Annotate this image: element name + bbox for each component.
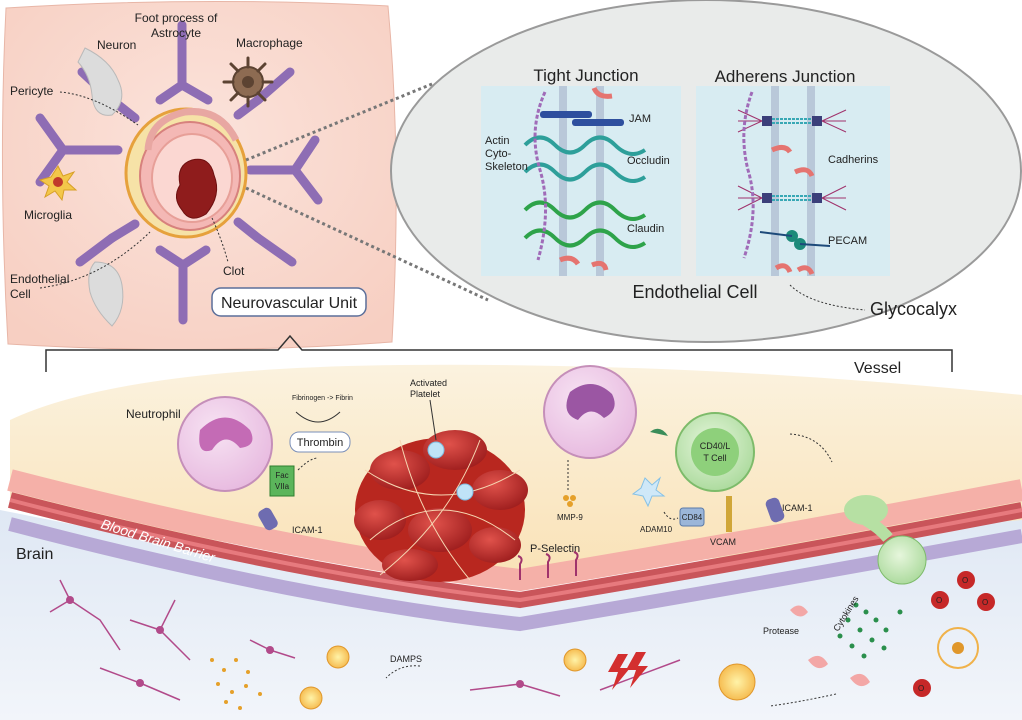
endothelial-cell-title: Endothelial Cell — [632, 282, 757, 302]
label-icam-left: ICAM-1 — [292, 525, 323, 535]
vessel-brain-panel: Vessel Brain Blood Brain Barrier Neutrop… — [0, 334, 1022, 720]
label-fac-line2: VIIa — [275, 482, 290, 491]
label-damps: DAMPS — [390, 654, 422, 664]
o2-label-4: O — [918, 684, 924, 693]
neurovascular-unit-panel: Foot process of Astrocyte Neuron Macroph… — [1, 0, 397, 351]
neuron-soma-4 — [266, 646, 274, 654]
zoom-line-lower — [245, 186, 489, 302]
transmigrating-t-cell — [844, 495, 927, 585]
neuron-soma-3 — [136, 679, 144, 687]
label-macrophage: Macrophage — [236, 36, 303, 50]
red-blood-cell-clot — [354, 430, 528, 582]
protease-shapes — [790, 605, 870, 687]
label-clot: Clot — [223, 264, 245, 278]
mmp9-molecules — [563, 495, 576, 507]
label-pecam: PECAM — [828, 235, 867, 247]
label-jam: JAM — [629, 113, 651, 125]
label-brain: Brain — [16, 546, 53, 563]
label-foot-process-line1: Foot process of — [135, 11, 218, 25]
label-actin-line1: Actin — [485, 135, 509, 147]
cd84-box — [679, 507, 705, 527]
label-neuron: Neuron — [97, 38, 136, 52]
label-endothelial-line1: Endothelial — [10, 272, 69, 286]
damps-dots — [210, 658, 262, 710]
macrophage-icon — [222, 56, 274, 108]
o2-label-1: O — [962, 576, 968, 585]
tight-junction-title: Tight Junction — [533, 66, 638, 85]
neuron-soma-2 — [156, 626, 164, 634]
vessel-cross-section — [124, 107, 248, 239]
neuron-cell-shape-lower — [88, 261, 124, 327]
label-occludin: Occludin — [627, 155, 670, 167]
neurovascular-unit-title: Neurovascular Unit — [221, 295, 358, 312]
clot-shape — [176, 158, 218, 219]
label-endothelial-line2: Cell — [10, 287, 31, 301]
label-glycocalyx: Glycocalyx — [870, 299, 957, 319]
cadherin-complex — [762, 116, 822, 203]
label-actin-line3: Skeleton — [485, 161, 528, 173]
label-actin-line2: Cyto- — [485, 148, 512, 160]
junction-zoom-panel: Tight Junction Actin Cyto- Skeleton JAM … — [390, 0, 1022, 343]
label-protease: Protease — [763, 626, 799, 636]
label-foot-process-line2: Astrocyte — [151, 26, 201, 40]
label-cd84: CD84 — [682, 513, 703, 522]
label-activated-platelet-line1: Activated — [410, 378, 447, 388]
neuron-cell-shape — [77, 47, 123, 116]
ros-molecules — [913, 571, 995, 697]
o2-label-2: O — [936, 596, 942, 605]
occludin-protein — [523, 135, 647, 156]
label-cadherins: Cadherins — [828, 154, 879, 166]
pecam-protein — [759, 230, 831, 250]
label-fibrinogen: Fibrinogen -> Fibrin — [292, 395, 353, 402]
thrombin-box — [289, 431, 351, 453]
neurovascular-unit-title-box — [211, 287, 367, 317]
actin-filament — [533, 91, 547, 261]
jam-protein — [540, 111, 624, 126]
label-tcell-line2: T Cell — [703, 453, 726, 463]
monocyte-cell — [543, 365, 637, 459]
neuron-soma-5 — [516, 680, 524, 688]
microglia-icon — [38, 164, 78, 202]
actin-bundles — [737, 109, 847, 211]
bracket — [45, 334, 953, 372]
label-microglia: Microglia — [24, 208, 72, 222]
fac-viia-box — [269, 465, 295, 497]
label-vcam: VCAM — [710, 537, 736, 547]
activated-platelet-small — [631, 476, 666, 508]
label-thrombin: Thrombin — [297, 437, 343, 449]
label-claudin: Claudin — [627, 223, 664, 235]
label-neutrophil: Neutrophil — [126, 407, 181, 421]
lightning-icons — [608, 652, 648, 690]
label-tcell-line1: CD40/L — [700, 441, 731, 451]
cytokine-dots — [837, 602, 903, 659]
label-mmp9: MMP-9 — [557, 513, 583, 522]
label-activated-platelet-line2: Platelet — [410, 389, 441, 399]
neutrophil-cell — [177, 396, 273, 492]
p-selectin-receptors — [517, 551, 579, 580]
label-adam10: ADAM10 — [640, 525, 673, 534]
label-pericyte: Pericyte — [10, 84, 54, 98]
label-icam-right: ICAM-1 — [782, 503, 813, 513]
label-fac-line1: Fac — [275, 471, 288, 480]
t-cell — [675, 412, 755, 492]
label-p-selectin: P-Selectin — [530, 543, 580, 555]
adherens-junction-title: Adherens Junction — [715, 67, 856, 86]
neuron-soma-1 — [66, 596, 74, 604]
label-vessel: Vessel — [854, 360, 901, 377]
astrocytes — [299, 627, 979, 710]
o2-label-3: O — [982, 598, 988, 607]
